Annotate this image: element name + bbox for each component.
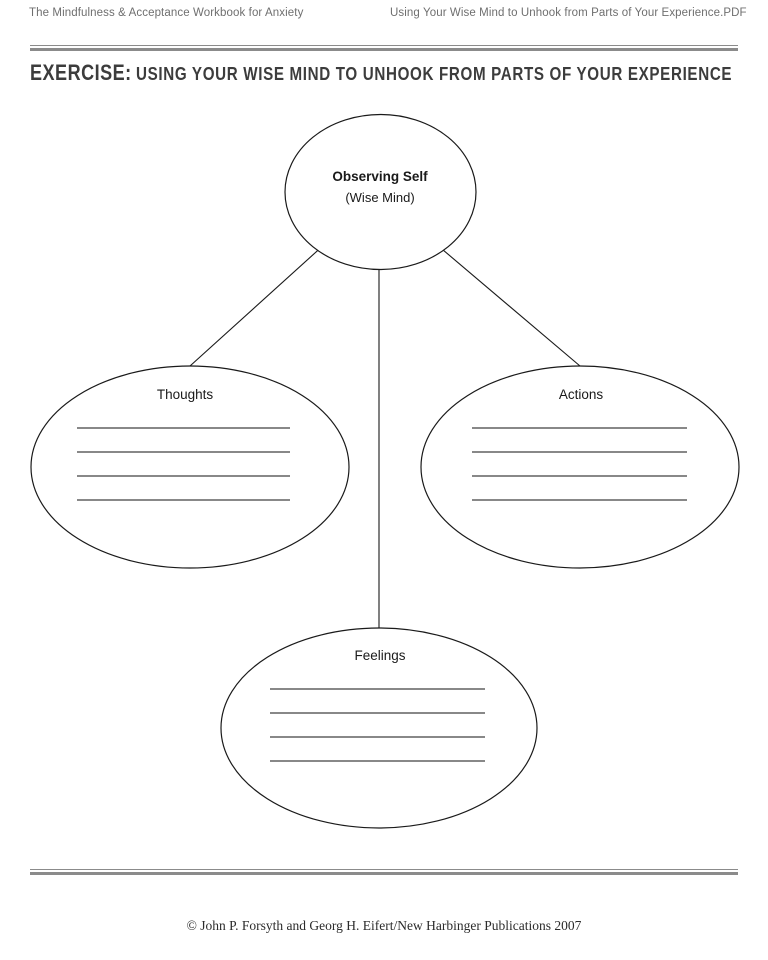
page-title-main: USING YOUR WISE MIND TO UNHOOK FROM PART…	[135, 63, 733, 84]
connector-to-actions	[435, 243, 581, 367]
header-divider-thick-line	[30, 48, 738, 51]
ellipse-feelings	[220, 627, 538, 829]
header-divider-thin-line	[30, 45, 738, 46]
label-feelings: Feelings	[354, 648, 406, 663]
ellipse-thoughts	[30, 365, 350, 569]
ellipse-observing-self	[284, 113, 477, 271]
running-head-right: Using Your Wise Mind to Unhook from Part…	[390, 7, 747, 19]
node-group	[30, 113, 740, 829]
footer-divider-thin-line	[30, 869, 738, 870]
sublabel-wise-mind: (Wise Mind)	[345, 190, 415, 205]
header-divider	[30, 45, 738, 51]
copyright-footer: © John P. Forsyth and Georg H. Eifert/Ne…	[186, 918, 582, 933]
connector-to-thoughts	[189, 242, 327, 367]
running-head: The Mindfulness & Acceptance Workbook fo…	[0, 7, 768, 25]
page-title-prefix: EXERCISE:	[30, 60, 132, 85]
label-actions: Actions	[558, 387, 604, 402]
page-title: EXERCISE:USING YOUR WISE MIND TO UNHOOK …	[30, 60, 738, 86]
label-observing-self: Observing Self	[332, 169, 428, 184]
write-lines-group	[77, 427, 687, 762]
footer-divider	[30, 869, 738, 875]
connector-group	[189, 242, 581, 628]
running-head-left: The Mindfulness & Acceptance Workbook fo…	[29, 7, 304, 19]
label-thoughts: Thoughts	[156, 387, 214, 402]
ellipse-actions	[420, 365, 740, 569]
footer-divider-thick-line	[30, 872, 738, 875]
